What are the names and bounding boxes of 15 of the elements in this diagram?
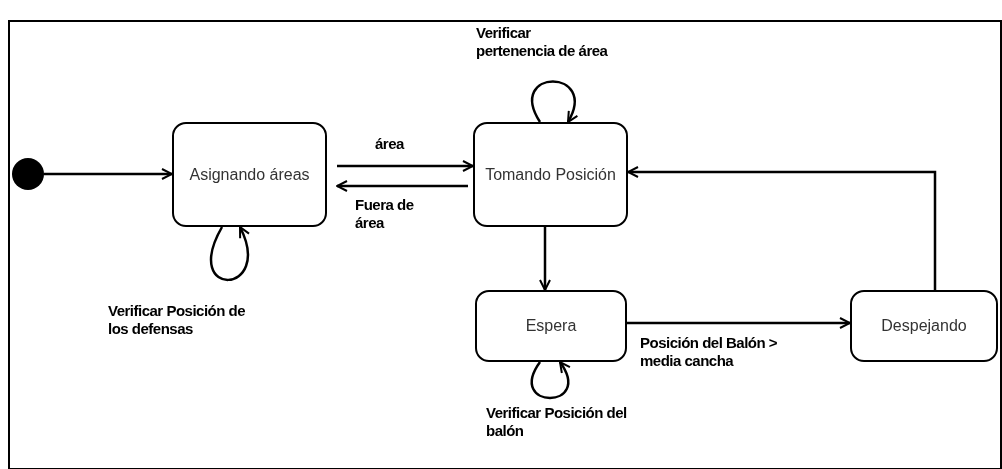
transition-arrow (531, 80, 578, 123)
transition-arrow (530, 361, 571, 400)
transition-arrow (210, 226, 250, 281)
transition-arrow (337, 160, 474, 172)
transition-arrow (627, 166, 937, 290)
transition-arrow (336, 180, 468, 192)
state-box: Asignando áreas (172, 122, 327, 227)
transition-arrow (44, 168, 173, 180)
edge-label: Verificar pertenencia de área (476, 24, 611, 60)
transition-arrow (627, 317, 851, 329)
transition-arrow (539, 227, 551, 291)
state-box: Espera (475, 290, 627, 362)
state-box: Despejando (850, 290, 998, 362)
state-box: Tomando Posición (473, 122, 628, 227)
initial-state-dot (12, 158, 44, 190)
